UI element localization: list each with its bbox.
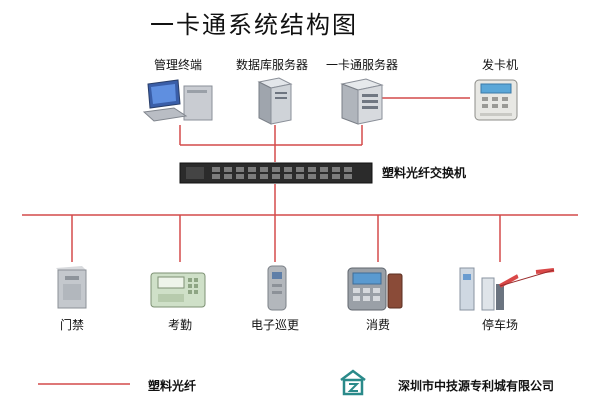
diagram-title: 一卡通系统结构图 [150, 11, 358, 39]
card-server-icon [340, 78, 384, 125]
database-server-icon [257, 77, 293, 125]
pos-terminal-icon [347, 267, 403, 311]
access-control-reader-icon [56, 266, 87, 309]
label-guard-patrol: 电子巡更 [250, 318, 299, 332]
label-card-issuer: 发卡机 [481, 58, 518, 72]
company-name: 深圳市中技源专利城有限公司 [398, 379, 555, 393]
legend-label: 塑料光纤 [148, 379, 197, 393]
network-switch-icon [179, 162, 373, 184]
company-logo-icon [340, 369, 366, 396]
label-access-control: 门禁 [59, 318, 84, 332]
label-card-server: 一卡通服务器 [325, 58, 398, 72]
label-plastic-fiber-switch: 塑料光纤交换机 [382, 166, 467, 180]
attendance-terminal-icon [150, 272, 206, 308]
label-management-terminal: 管理终端 [153, 58, 202, 72]
label-parking: 停车场 [481, 318, 518, 332]
patrol-wand-icon [267, 265, 287, 311]
label-consumption: 消费 [365, 318, 390, 332]
label-database-server: 数据库服务器 [235, 58, 308, 72]
card-issuer-icon [474, 79, 518, 121]
computer-terminal-icon [142, 79, 213, 122]
parking-barrier-icon [459, 267, 555, 311]
label-attendance: 考勤 [167, 318, 192, 332]
